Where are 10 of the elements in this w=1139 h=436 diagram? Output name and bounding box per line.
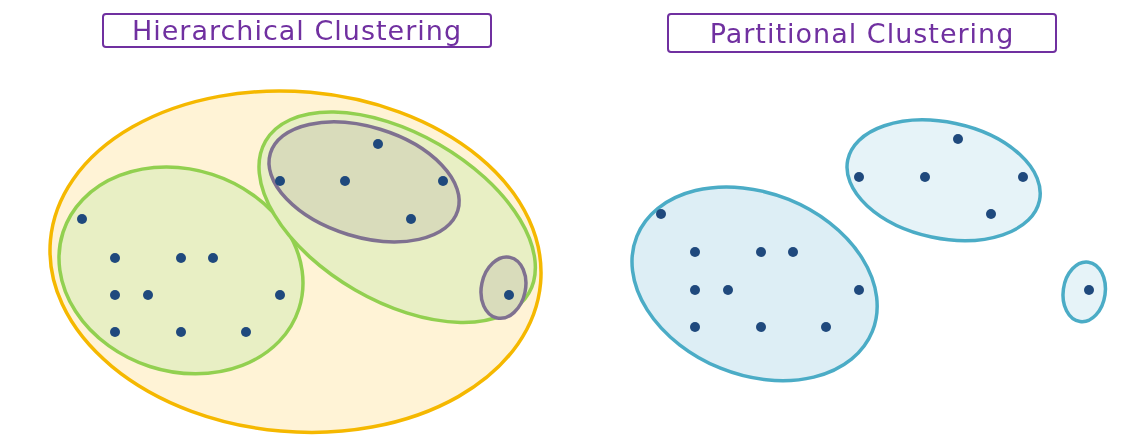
heading-box: Partitional Clustering [667, 13, 1057, 53]
cluster-ellipse [266, 120, 462, 244]
cluster-ellipse [1060, 260, 1108, 324]
cluster-ellipse [630, 185, 880, 383]
heading-box: Hierarchical Clustering [102, 13, 492, 48]
cluster-ellipse [57, 164, 305, 376]
cluster-ellipse [845, 117, 1043, 243]
cluster-ellipse [478, 255, 528, 321]
cluster-ellipse [48, 89, 544, 435]
cluster-ellipse [256, 109, 538, 325]
